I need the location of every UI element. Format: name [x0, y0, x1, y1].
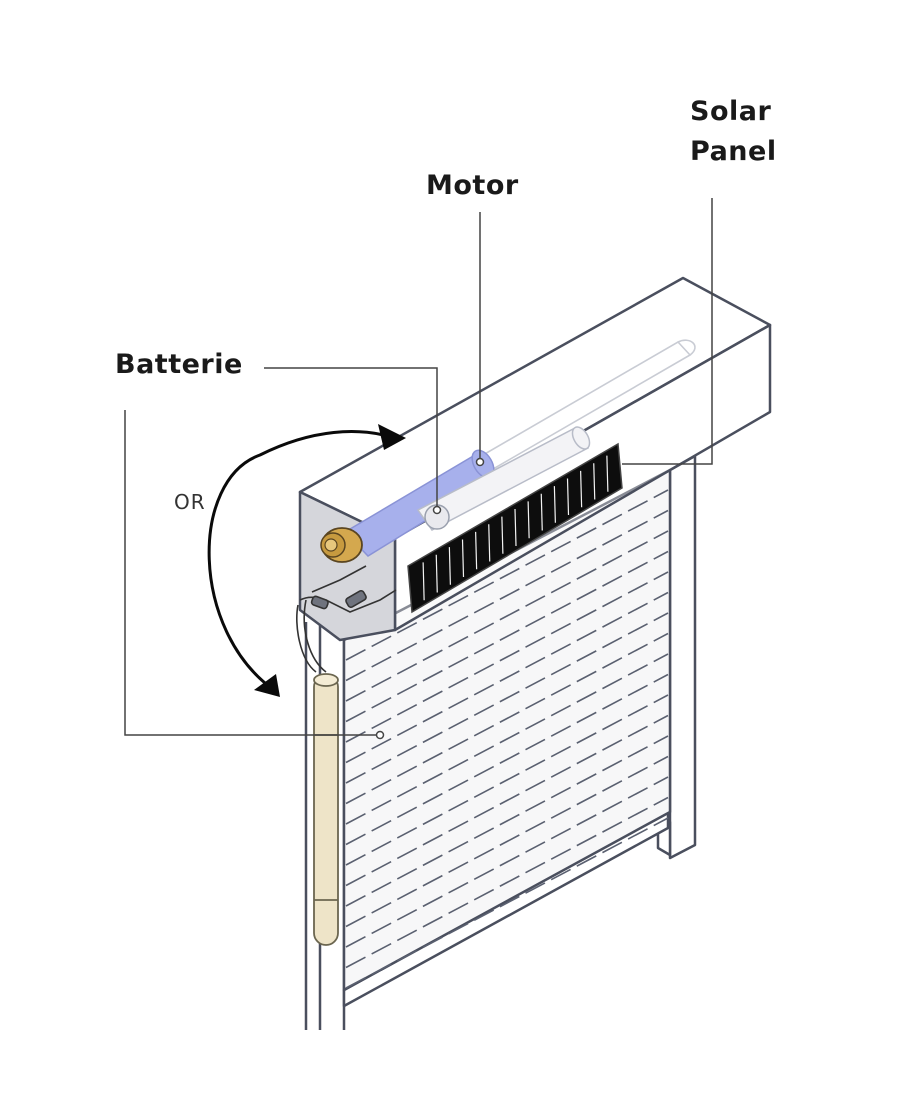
solar-cell-divider — [488, 524, 491, 562]
or-label: OR — [174, 490, 206, 514]
shutter-slat — [345, 796, 669, 969]
shutter-slats — [345, 489, 669, 989]
shutter-slat — [345, 694, 669, 866]
batterie-leader-line-top — [264, 367, 438, 508]
solar-cell-divider — [580, 470, 583, 508]
batterie-dot-top — [432, 505, 442, 515]
motor-label: Motor — [426, 170, 519, 201]
solar-cell-divider — [566, 478, 570, 516]
shutter-slat — [345, 632, 669, 805]
solar-cell-divider — [514, 508, 517, 547]
solar-cell-divider — [422, 562, 425, 601]
leader-lines — [124, 198, 713, 736]
solar-cell-divider — [448, 547, 451, 585]
solar-panel-label-line2: Panel — [690, 136, 777, 167]
end-cap — [320, 527, 363, 563]
battery-tube — [313, 673, 339, 946]
shutter-slat — [345, 530, 669, 702]
leader-dots — [375, 457, 485, 740]
shutter-slat — [345, 714, 669, 887]
shutter-slat — [345, 612, 669, 784]
arrowhead-bottom — [254, 674, 280, 697]
shutter-slat — [345, 509, 669, 682]
shutter-slat — [345, 735, 669, 907]
solar-cell-divider — [553, 486, 556, 523]
batterie-dot-bottom — [375, 730, 385, 740]
arrowhead-top — [378, 424, 406, 450]
shutter-slat — [345, 591, 669, 764]
solar-cell-divider — [501, 516, 504, 554]
motor-dot — [475, 457, 485, 467]
solar-leader-line — [622, 198, 713, 465]
solar-cell-divider — [606, 455, 609, 492]
batterie-label: Batterie — [115, 349, 243, 380]
shutter-slat — [345, 755, 669, 928]
solar-panel — [407, 442, 623, 614]
solar-cell-divider — [540, 493, 543, 531]
batterie-leader-line-bottom — [124, 410, 378, 736]
shutter-slat — [345, 776, 669, 948]
shutter-slat — [345, 817, 669, 989]
shutter-slat — [345, 550, 669, 723]
solar-panel-label: Solar Panel — [690, 92, 777, 172]
shutter-slat — [345, 571, 669, 743]
solar-cell-divider — [461, 539, 465, 578]
shutter-slat — [345, 673, 669, 846]
shutter-slat — [345, 653, 669, 825]
solar-cell-divider — [435, 554, 438, 593]
wiring — [296, 565, 397, 673]
shutter-slat — [345, 489, 669, 661]
solar-cell-divider — [475, 531, 478, 570]
solar-panel-label-line1: Solar — [690, 96, 772, 127]
solar-cell-divider — [593, 463, 596, 500]
right-rail — [668, 454, 697, 860]
solar-cell-divider — [527, 501, 530, 539]
drive-tube — [416, 426, 591, 531]
inner-axle — [394, 339, 696, 521]
or-arrow — [207, 424, 406, 697]
